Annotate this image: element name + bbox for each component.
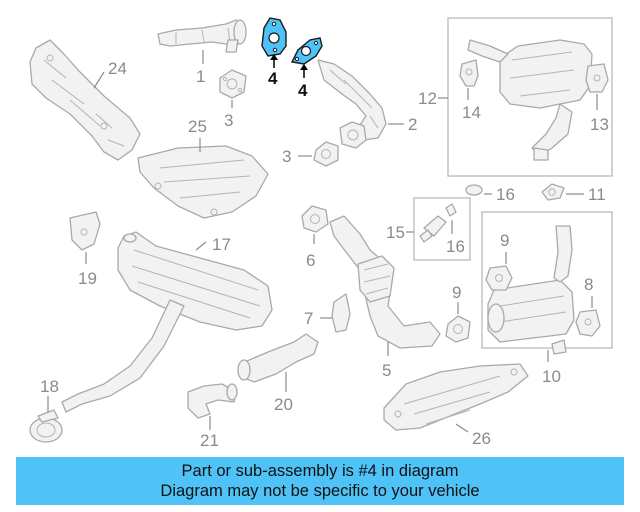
callout-18: 16 xyxy=(496,185,515,204)
callout-22: 20 xyxy=(274,395,293,414)
part-19-muffler xyxy=(61,231,273,413)
callout-3-upper: 3 xyxy=(224,111,233,130)
part-13-gasket xyxy=(541,183,584,201)
callout-4-left: 4 xyxy=(268,69,278,88)
part-4-gasket-right xyxy=(290,37,323,78)
part-18-gasket xyxy=(465,184,492,196)
callout-8: 10 xyxy=(542,367,561,386)
part-8-center-muffler xyxy=(487,225,575,355)
banner-line-1: Part or sub-assembly is #4 in diagram xyxy=(181,462,459,480)
part-4-gasket-left xyxy=(261,17,287,68)
callout-5: 5 xyxy=(382,361,391,380)
info-banner: Part or sub-assembly is #4 in diagram Di… xyxy=(16,457,624,505)
callout-9: 9 xyxy=(452,283,461,302)
callout-12: 12 xyxy=(418,89,437,108)
callout-23: 21 xyxy=(200,431,219,450)
callout-14: 13 xyxy=(590,115,609,134)
callout-6: 6 xyxy=(306,251,315,270)
callout-2: 2 xyxy=(408,115,417,134)
callout-7: 7 xyxy=(304,309,313,328)
part-1-front-pipe xyxy=(157,19,247,64)
part-2-y-pipe xyxy=(317,59,404,149)
callout-24: 24 xyxy=(108,59,127,78)
part-10-hanger xyxy=(575,296,601,337)
callout-20: 18 xyxy=(40,377,59,396)
part-3-gasket-upper xyxy=(219,69,247,108)
callout-10: 8 xyxy=(584,275,593,294)
center-muffler-box xyxy=(481,211,613,349)
callout-16: 15 xyxy=(386,223,405,242)
callout-13: 11 xyxy=(588,185,606,204)
part-3-gasket-lower xyxy=(298,141,339,167)
part-26-heat-shield xyxy=(383,363,529,433)
part-22-pipe xyxy=(237,333,319,392)
callout-25: 25 xyxy=(188,117,207,136)
callout-15: 14 xyxy=(462,103,481,122)
callout-26: 26 xyxy=(472,429,491,448)
part-12-rear-muffler xyxy=(467,39,593,161)
callout-11: 9 xyxy=(500,231,509,250)
banner-line-2: Diagram may not be specific to your vehi… xyxy=(160,482,480,500)
part-16-17-sensor xyxy=(419,203,457,243)
callout-17: 16 xyxy=(446,237,465,256)
sensor-box xyxy=(413,197,471,261)
rear-muffler-box xyxy=(447,17,613,177)
part-14-hanger xyxy=(585,63,609,110)
callout-1: 1 xyxy=(196,67,205,86)
callout-19: 17 xyxy=(212,235,231,254)
part-15-hanger xyxy=(459,59,479,100)
part-5-catalytic-converter xyxy=(329,215,441,356)
part-7-bracket xyxy=(320,293,351,333)
part-9-gasket xyxy=(445,302,471,343)
part-23-pipe xyxy=(187,383,238,430)
part-21-bracket xyxy=(69,211,101,264)
callout-3-lower: 3 xyxy=(282,147,291,166)
part-20-clamp xyxy=(29,396,63,443)
callout-21: 19 xyxy=(78,269,97,288)
part-11-hanger xyxy=(485,252,513,291)
callout-4-right: 4 xyxy=(298,81,308,100)
exhaust-parts-diagram: 24 1 3 4 4 2 xyxy=(29,17,613,450)
part-24-heat-shield xyxy=(29,39,141,161)
part-25-heat-shield xyxy=(137,138,269,219)
part-6-gasket xyxy=(301,205,329,244)
